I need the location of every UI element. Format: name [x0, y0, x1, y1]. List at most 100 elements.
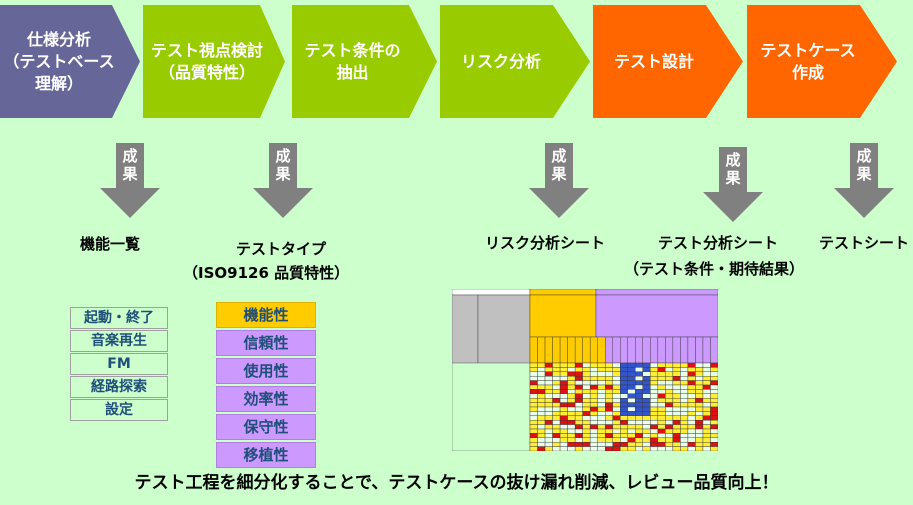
sheet-cell	[702, 380, 711, 386]
output-test-type-sub: （ISO9126 品質特性）	[183, 264, 350, 282]
sheet-cell	[559, 433, 568, 438]
sheet-cell	[680, 397, 689, 403]
result-label: 成果	[725, 151, 741, 187]
sheet-cell	[552, 424, 561, 430]
sheet-cell	[537, 362, 546, 368]
sheet-cell	[695, 362, 704, 368]
sheet-cell	[597, 362, 606, 368]
sheet-cell	[574, 393, 583, 399]
sheet-cell	[642, 380, 651, 386]
sheet-cell	[672, 397, 681, 403]
sheet-cell	[687, 371, 696, 377]
sheet-cell	[604, 437, 613, 443]
sheet-cell	[642, 428, 651, 434]
sheet-cell	[589, 406, 598, 412]
sheet-cell	[627, 375, 636, 381]
sheet-cell	[627, 371, 636, 377]
sheet-cell	[620, 397, 628, 403]
sheet-cell	[537, 367, 546, 373]
sheet-cell	[680, 402, 689, 408]
sheet-cell	[710, 397, 718, 403]
sheet-cell	[604, 389, 613, 395]
sheet-cell	[544, 389, 553, 395]
sheet-cell	[612, 375, 621, 381]
sheet-cell	[710, 424, 718, 430]
sheet-cell	[702, 441, 711, 447]
sheet-cell	[642, 424, 651, 430]
sheet-cell	[702, 437, 711, 443]
result-label: 成果	[856, 147, 872, 183]
sheet-cell	[620, 424, 628, 430]
sheet-cell	[559, 393, 568, 399]
sheet-cell	[582, 446, 591, 451]
sheet-cell	[559, 397, 568, 403]
sheet-cell	[702, 384, 711, 390]
sheet-cell	[710, 415, 718, 421]
sheet-cell	[574, 389, 583, 395]
sheet-cell	[687, 375, 696, 381]
sheet-cell	[620, 406, 628, 412]
sheet-cell	[552, 433, 561, 438]
sheet-cell	[544, 371, 553, 377]
sheet-cell	[687, 389, 696, 395]
sheet-cell	[537, 380, 546, 386]
sheet-cell	[695, 411, 704, 417]
sheet-cell	[702, 433, 711, 438]
sheet-cell	[582, 389, 591, 395]
sheet-cell	[665, 367, 674, 373]
sheet-cell	[695, 384, 704, 390]
arrow-shaft	[719, 147, 747, 192]
sheet-cell	[627, 424, 636, 430]
sheet-cell	[597, 402, 606, 408]
sheet-cell	[612, 441, 621, 447]
sheet-cell	[552, 402, 561, 408]
sheet-cell	[552, 362, 561, 368]
sheet-cell	[672, 411, 681, 417]
sheet-cell	[544, 402, 553, 408]
sheet-cell	[642, 446, 651, 451]
function-item: 起動・終了	[70, 307, 168, 329]
sheet-cell	[567, 437, 576, 443]
sheet-cell	[665, 437, 674, 443]
sheet-cell	[635, 367, 643, 373]
sheet-cell	[710, 437, 718, 443]
sheet-cell	[612, 406, 621, 412]
sheet-cell	[672, 389, 681, 395]
sheet-cell	[559, 375, 568, 381]
summary-message: テスト工程を細分化することで、テストケースの抜け漏れ削減、レビュー品質向上！	[134, 473, 779, 493]
sheet-cell	[604, 433, 613, 438]
sheet-cell	[597, 424, 606, 430]
sheet-cell	[635, 393, 643, 399]
function-item: 経路探索	[70, 376, 168, 398]
sheet-cell	[567, 402, 576, 408]
sheet-cell	[702, 375, 711, 381]
sheet-cell	[620, 371, 628, 377]
sheet-cell	[544, 367, 553, 373]
sheet-cell	[642, 433, 651, 438]
sheet-cell	[672, 441, 681, 447]
sheet-cell	[567, 446, 576, 451]
sheet-cell	[642, 415, 651, 421]
sheet-cell	[529, 419, 538, 425]
sheet-cell	[665, 393, 674, 399]
sheet-cell	[589, 380, 598, 386]
sheet-cell	[582, 380, 591, 386]
sheet-cell	[657, 433, 666, 438]
sheet-cell	[604, 393, 613, 399]
sheet-cell	[582, 433, 591, 438]
sheet-cell	[650, 441, 659, 447]
sheet-cell	[597, 384, 606, 390]
sheet-cell	[702, 402, 711, 408]
sheet-cell	[544, 419, 553, 425]
sheet-cell	[672, 384, 681, 390]
sheet-cell	[559, 446, 568, 451]
sheet-cell	[627, 446, 636, 451]
sheet-group-header	[529, 289, 597, 296]
sheet-cell	[612, 428, 621, 434]
sheet-cell	[642, 367, 651, 373]
sheet-cell	[650, 437, 659, 443]
sheet-cell	[552, 380, 561, 386]
sheet-cell	[635, 406, 643, 412]
sheet-subheader-cell	[559, 336, 568, 364]
sheet-cell	[657, 437, 666, 443]
